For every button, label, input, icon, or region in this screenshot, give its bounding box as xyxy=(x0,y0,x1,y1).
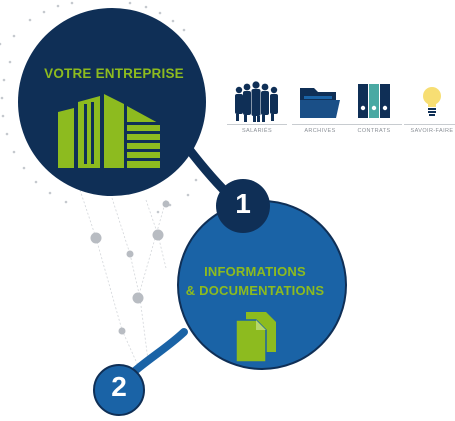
step2-title-line1: INFORMATIONS xyxy=(204,264,306,279)
step1-title: VOTRE ENTREPRISE xyxy=(44,66,184,81)
category-savoir-faire: SAVOIR-FAIRE xyxy=(404,80,455,136)
building-icon xyxy=(58,94,160,168)
dotted-ring xyxy=(0,1,198,214)
connector-nodes xyxy=(90,200,170,335)
step2-title-line2: & DOCUMENTATIONS xyxy=(185,283,325,298)
documents-icon xyxy=(235,312,276,363)
category-label-contrats: CONTRATS xyxy=(346,124,402,134)
binders-icon xyxy=(358,84,390,118)
step2-title: INFORMATIONS & DOCUMENTATIONS xyxy=(160,262,350,300)
category-label-salaries: SALARIÉS xyxy=(227,124,287,134)
lightbulb-icon xyxy=(423,87,441,116)
category-salaries: SALARIÉS xyxy=(227,80,287,136)
connector-lines xyxy=(79,189,167,371)
category-label-archives: ARCHIVES xyxy=(292,124,348,134)
building-windows xyxy=(84,102,160,164)
step1-number-badge xyxy=(216,179,270,233)
step2-number: 2 xyxy=(111,371,127,402)
step1-number: 1 xyxy=(235,188,251,219)
category-archives: ARCHIVES xyxy=(292,80,348,136)
folder-icon xyxy=(300,88,340,118)
people-group-icon xyxy=(235,81,278,122)
category-label-savoir-faire: SAVOIR-FAIRE xyxy=(404,124,455,134)
category-contrats: CONTRATS xyxy=(346,80,402,136)
step2-number-badge xyxy=(93,364,145,416)
